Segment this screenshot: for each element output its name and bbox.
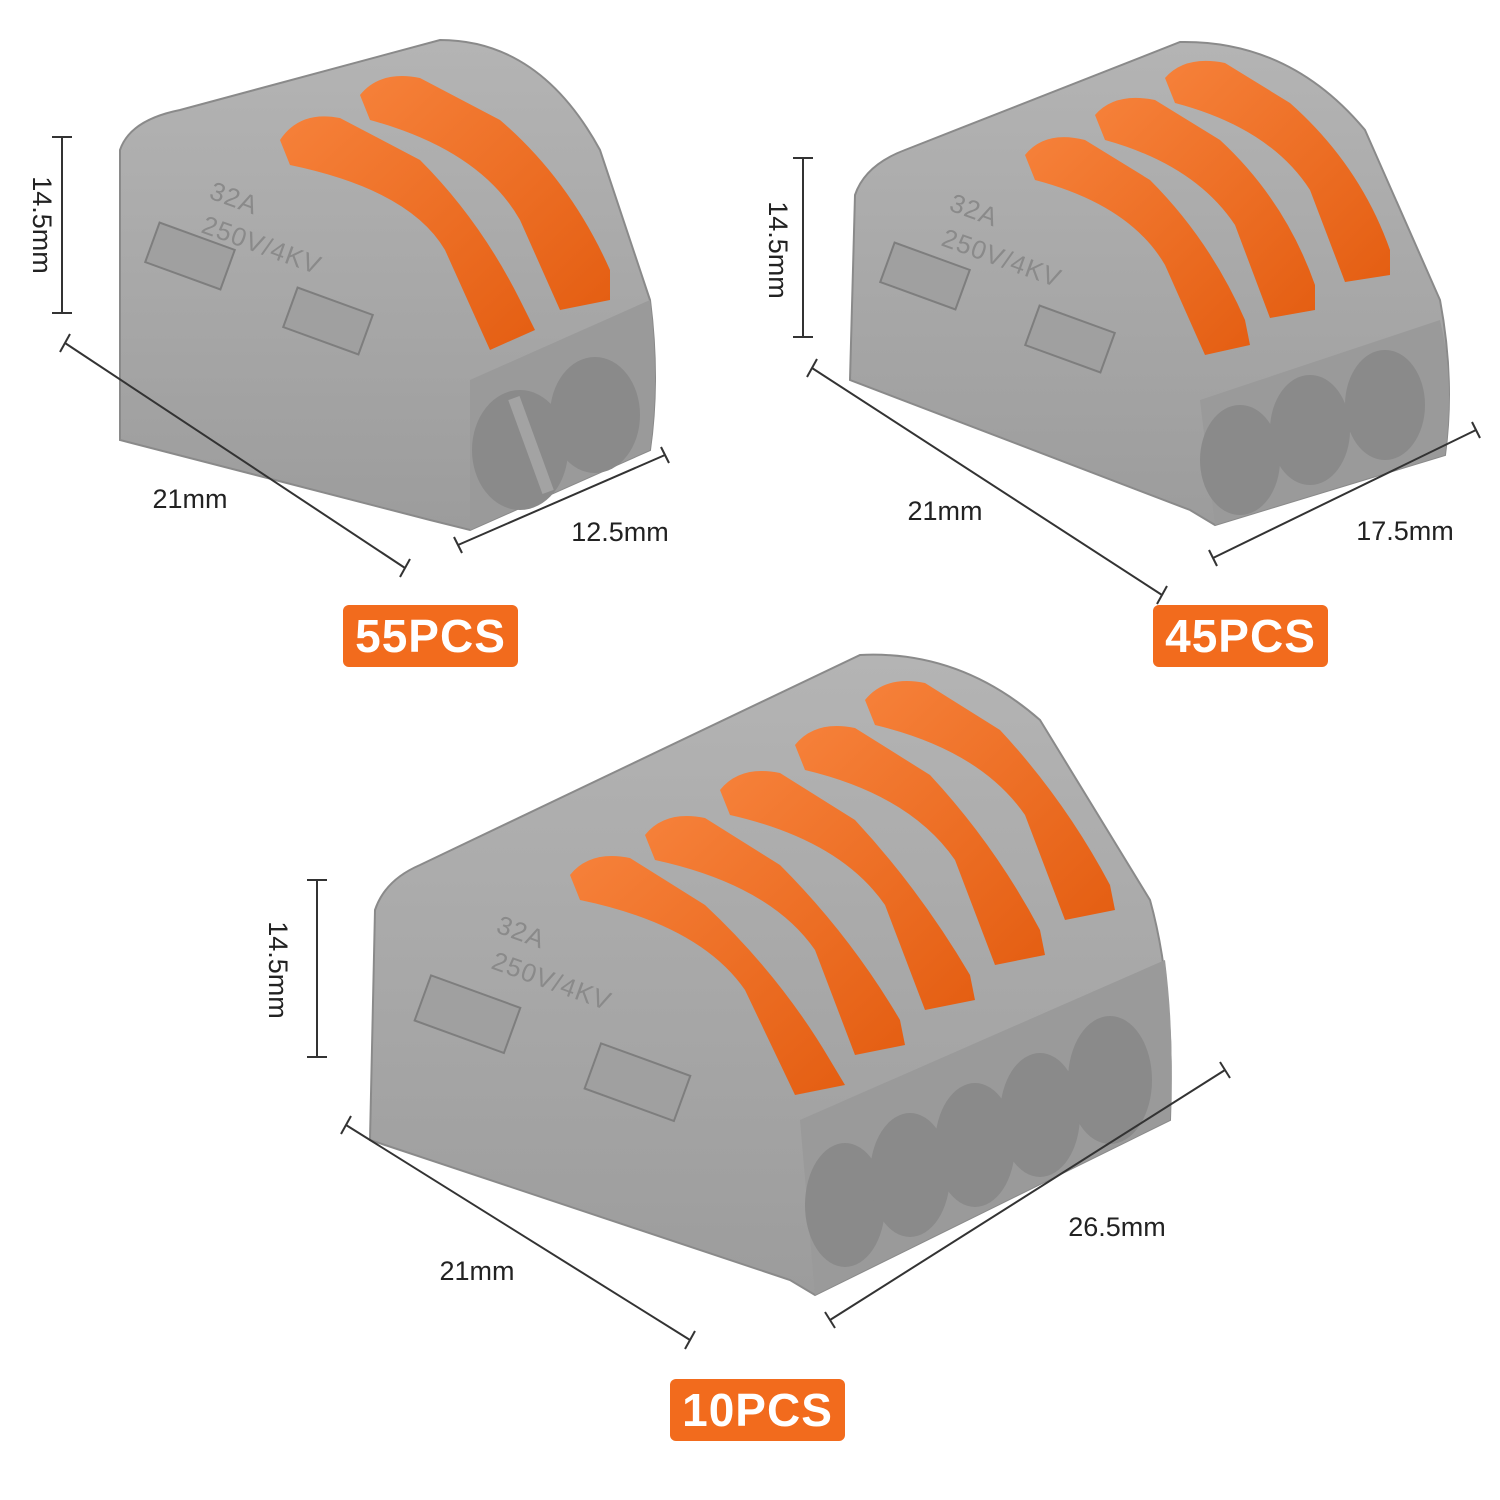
- connector-3-way: 32A 250V/4KV: [848, 40, 1450, 527]
- lever: [865, 681, 1115, 920]
- lever: [1165, 60, 1390, 282]
- connector-2-way: 32A 250V/4KV: [119, 38, 656, 532]
- depth-label: 21mm: [439, 1256, 514, 1286]
- wire-holes: [1200, 350, 1425, 515]
- depth-label: 21mm: [152, 484, 227, 514]
- width-label: 17.5mm: [1356, 516, 1454, 546]
- depth-label: 21mm: [907, 496, 982, 526]
- height-label: 14.5mm: [263, 921, 293, 1019]
- dimensions-3-way: [793, 157, 1481, 605]
- lever: [570, 856, 845, 1095]
- lever: [795, 726, 1045, 965]
- wire-holes: [472, 357, 640, 510]
- lever: [1025, 137, 1250, 355]
- height-label: 14.5mm: [27, 176, 57, 274]
- side-slot: [281, 286, 375, 356]
- side-slot: [143, 221, 237, 291]
- lever: [360, 76, 610, 310]
- width-label: 12.5mm: [571, 517, 669, 547]
- quantity-badge: 55PCS: [343, 605, 518, 667]
- width-label: 26.5mm: [1068, 1212, 1166, 1242]
- connector-5-way: 32A 250V/4KV: [368, 653, 1172, 1297]
- quantity-badge: 10PCS: [670, 1379, 845, 1441]
- side-slot: [583, 1042, 692, 1123]
- lever: [1095, 97, 1315, 318]
- lever: [280, 116, 535, 350]
- quantity-badge: 45PCS: [1153, 605, 1328, 667]
- lever: [645, 816, 905, 1055]
- height-label: 14.5mm: [763, 201, 793, 299]
- lever: [720, 771, 975, 1010]
- side-slot: [878, 241, 972, 311]
- dimensions-2-way: [52, 136, 670, 578]
- side-slot: [1023, 304, 1117, 374]
- side-slot: [413, 974, 522, 1055]
- dimensions-5-way: [307, 879, 1231, 1350]
- wire-holes: [805, 1016, 1152, 1267]
